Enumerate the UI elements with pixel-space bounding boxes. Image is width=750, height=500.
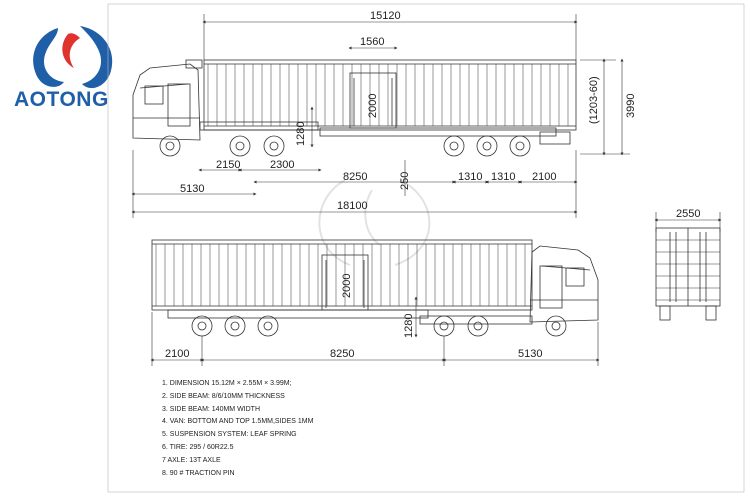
dim-door-width: 1560 xyxy=(360,36,384,48)
dim-bottom-rear-overhang: 2100 xyxy=(165,348,189,360)
top-wheels xyxy=(159,135,531,157)
dim-bottom-tractor-length: 5130 xyxy=(518,348,542,360)
spec-item: 4. VAN: BOTTOM AND TOP 1.5MM,SIDES 1MM xyxy=(162,418,314,426)
spec-item: 2. SIDE BEAM: 8/6/10MM THICKNESS xyxy=(162,392,285,400)
top-dimension-lines xyxy=(131,14,630,218)
top-van-body xyxy=(203,59,577,131)
dim-door-height: 2000 xyxy=(367,94,379,118)
spec-item: 3. SIDE BEAM: 140MM WIDTH xyxy=(162,405,261,413)
spec-item: 7 AXLE: 13T AXLE xyxy=(162,456,221,464)
dim-ground-clearance: 250 xyxy=(399,172,411,190)
spec-item: 1. DIMENSION 15.12M × 2.55M × 3.99M; xyxy=(162,380,292,387)
spec-item: 8. 90 # TRACTION PIN xyxy=(162,469,235,477)
top-tractor-cab xyxy=(132,59,203,141)
dim-rear-overhang: 2100 xyxy=(532,171,556,183)
bottom-wheels xyxy=(191,315,567,337)
dim-bottom-coupler-height: 1280 xyxy=(403,314,415,338)
rear-view xyxy=(654,212,722,321)
dim-tractor-length: 5130 xyxy=(180,183,204,195)
dim-total-length: 18100 xyxy=(337,200,368,212)
dim-trailer-wheelbase: 8250 xyxy=(343,171,367,183)
bottom-tractor-cab xyxy=(529,245,599,323)
dim-tractor-axle-2: 2300 xyxy=(270,159,294,171)
dim-bottom-door-height: 2000 xyxy=(341,274,353,298)
top-side-view xyxy=(131,14,630,218)
dim-axle-spacing-2: 1310 xyxy=(491,171,515,183)
dim-top-offset: (1203-60) xyxy=(588,76,600,124)
bottom-dimension-labels: 2000 1280 2100 8250 5130 xyxy=(165,274,542,360)
logo-emblem-icon xyxy=(33,26,113,89)
dim-rear-width: 2550 xyxy=(676,208,700,220)
bottom-side-view xyxy=(150,239,600,366)
top-dimension-labels: 15120 1560 2000 1280 (1203-60) 3990 2150… xyxy=(180,10,637,212)
dim-overall-height: 3990 xyxy=(625,94,637,118)
logo-wordmark: AOTONG xyxy=(14,88,109,111)
spec-list: 1. DIMENSION 15.12M × 2.55M × 3.99M; 2. … xyxy=(162,378,313,480)
drawing-frame xyxy=(107,3,745,493)
bottom-van-ribs xyxy=(155,244,526,306)
dim-axle-spacing-1: 1310 xyxy=(458,171,482,183)
top-trailer-chassis xyxy=(319,127,557,137)
dim-tractor-axle-1: 2150 xyxy=(216,159,240,171)
spec-item: 6. TIRE: 295 / 60R22.5 xyxy=(162,443,234,451)
dim-overall-length: 15120 xyxy=(370,10,401,22)
top-tool-box xyxy=(539,131,571,145)
top-van-ribs xyxy=(207,64,569,126)
dim-coupler-height: 1280 xyxy=(295,122,307,146)
bottom-dimension-lines xyxy=(150,296,600,366)
dim-bottom-trailer-wheelbase: 8250 xyxy=(330,348,354,360)
bottom-trailer-chassis xyxy=(167,309,429,319)
spec-item: 5. SUSPENSION SYSTEM: LEAF SPRING xyxy=(162,431,297,439)
